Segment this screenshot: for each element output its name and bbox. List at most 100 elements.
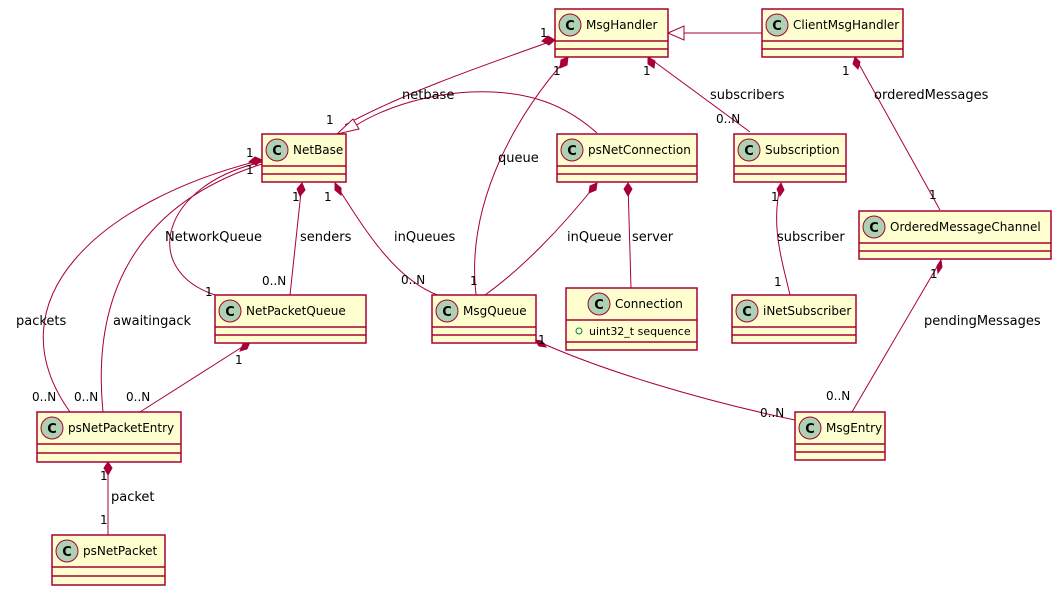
class-name: MsgQueue — [463, 304, 527, 318]
class-icon-letter: C — [47, 422, 57, 437]
class-c-icon — [798, 416, 822, 440]
relation-subscriber: subscriber 1 1 — [771, 181, 845, 296]
class-psnetconnection[interactable]: C psNetConnection — [556, 133, 698, 183]
class-subscription[interactable]: C Subscription — [733, 133, 847, 183]
composition-diamond — [533, 339, 548, 348]
mult-npq-to: 0..N — [126, 390, 150, 404]
label-netbase: netbase — [402, 88, 454, 103]
relation-packet: packet 1 1 — [100, 461, 155, 535]
label-pending-messages: pendingMessages — [924, 314, 1041, 329]
mult-senders-to: 0..N — [262, 274, 286, 288]
mult-pending-from: 1 — [930, 267, 938, 281]
class-icon-letter: C — [805, 422, 815, 437]
mult-ordered-from: 1 — [842, 64, 850, 78]
mult-packets-to: 0..N — [32, 390, 56, 404]
relation-ordered-messages: orderedMessages 1 1 — [842, 56, 989, 211]
mult-inqueues-from: 1 — [324, 190, 332, 204]
class-c-icon — [265, 138, 289, 162]
relation-queue: queue 1 1 — [470, 56, 569, 296]
mult-handler-netbase-to: 1 — [326, 113, 334, 127]
composition-diamond — [334, 181, 342, 197]
class-inetsubscriber[interactable]: C iNetSubscriber — [731, 294, 857, 344]
class-c-icon — [735, 299, 759, 323]
classes: C MsgHandler C ClientMsgHandler C NetBas… — [36, 8, 1052, 586]
relation-server: server — [623, 182, 674, 289]
class-psnetpacket[interactable]: C psNetPacket — [51, 534, 166, 586]
relation-senders: senders 1 0..N — [262, 182, 352, 296]
class-name: psNetPacketEntry — [68, 421, 174, 435]
relation-inqueue: inQueue — [484, 182, 622, 296]
class-icon-letter: C — [565, 19, 575, 34]
label-senders: senders — [300, 230, 352, 245]
mult-handler-netbase-from: 1 — [540, 26, 548, 40]
mult-senders-from: 1 — [292, 190, 300, 204]
class-msgqueue[interactable]: C MsgQueue — [431, 294, 537, 344]
label-inqueue: inQueue — [567, 230, 622, 245]
mult-awaitingack-from: 1 — [246, 163, 254, 177]
class-name: Connection — [615, 297, 683, 311]
mult-subscriber-to: 1 — [774, 275, 782, 289]
class-icon-letter: C — [442, 305, 452, 320]
mult-subscribers-to: 0..N — [716, 112, 740, 126]
composition-diamond — [248, 156, 263, 166]
class-clientmsghandler[interactable]: C ClientMsgHandler — [761, 8, 904, 58]
class-netbase[interactable]: C NetBase — [261, 133, 347, 183]
class-icon-letter: C — [272, 144, 282, 159]
class-netpacketqueue[interactable]: C NetPacketQueue — [214, 294, 367, 344]
composition-diamond — [852, 56, 861, 70]
label-queue: queue — [498, 151, 539, 166]
class-psnetpacketentry[interactable]: C psNetPacketEntry — [36, 411, 182, 463]
label-subscribers: subscribers — [710, 88, 785, 103]
class-name: Subscription — [765, 143, 840, 157]
mult-packet-to: 1 — [100, 513, 108, 527]
class-c-icon — [55, 539, 79, 563]
class-name: psNetPacket — [83, 544, 157, 558]
generalization-arrow — [666, 25, 685, 41]
class-name: OrderedMessageChannel — [890, 220, 1041, 234]
label-awaitingack: awaitingack — [113, 314, 191, 329]
mult-ordered-to: 1 — [929, 188, 937, 202]
composition-diamond — [936, 258, 943, 275]
class-name: NetPacketQueue — [246, 304, 346, 318]
mult-awaitingack-to: 0..N — [74, 390, 98, 404]
composition-diamond — [776, 181, 785, 198]
class-icon-letter: C — [869, 221, 879, 236]
relation-netbase-handler: 1 1 — [326, 26, 556, 127]
relation-networkqueue: NetworkQueue 1 — [165, 161, 263, 299]
relation-client-extends-handler — [666, 25, 762, 41]
class-c-icon — [435, 299, 459, 323]
class-member: uint32_t sequence — [589, 325, 691, 338]
composition-diamond — [623, 182, 633, 198]
mult-npq-from: 1 — [235, 353, 243, 367]
relations: 1 1 netbase queue 1 1 subscribers 1 0..N — [16, 25, 1041, 535]
class-connection[interactable]: C Connection uint32_t sequence — [565, 287, 698, 351]
class-c-icon — [560, 138, 584, 162]
relation-pending-messages: pendingMessages 1 0..N — [826, 258, 1041, 413]
mult-queue-to: 1 — [470, 274, 478, 288]
mult-pending-to: 0..N — [826, 389, 850, 403]
class-icon-letter: C — [225, 305, 235, 320]
class-icon-letter: C — [772, 19, 782, 34]
class-c-icon — [218, 299, 242, 323]
mult-msgqueue-from: 1 — [538, 333, 546, 347]
class-c-icon — [862, 215, 886, 239]
relation-msgqueue-entry: 1 0..N — [533, 333, 796, 421]
class-icon-letter: C — [567, 144, 577, 159]
label-inqueues: inQueues — [394, 230, 456, 245]
mult-subscriber-from: 1 — [771, 190, 779, 204]
class-name: MsgEntry — [826, 421, 882, 435]
relation-netbase: netbase — [335, 88, 598, 135]
class-name: MsgHandler — [586, 18, 658, 32]
mult-msgqueue-to: 0..N — [760, 406, 784, 420]
class-msghandler[interactable]: C MsgHandler — [554, 8, 669, 58]
class-name: iNetSubscriber — [763, 304, 851, 318]
label-packet: packet — [111, 490, 155, 505]
class-name: ClientMsgHandler — [793, 18, 899, 32]
class-msgentry[interactable]: C MsgEntry — [794, 411, 886, 461]
composition-diamond — [647, 56, 656, 69]
relation-subscribers: subscribers 1 0..N — [643, 56, 785, 133]
mult-packets-from: 1 — [246, 146, 254, 160]
class-orderedmessagechannel[interactable]: C OrderedMessageChannel — [858, 210, 1052, 260]
label-server: server — [632, 230, 674, 245]
